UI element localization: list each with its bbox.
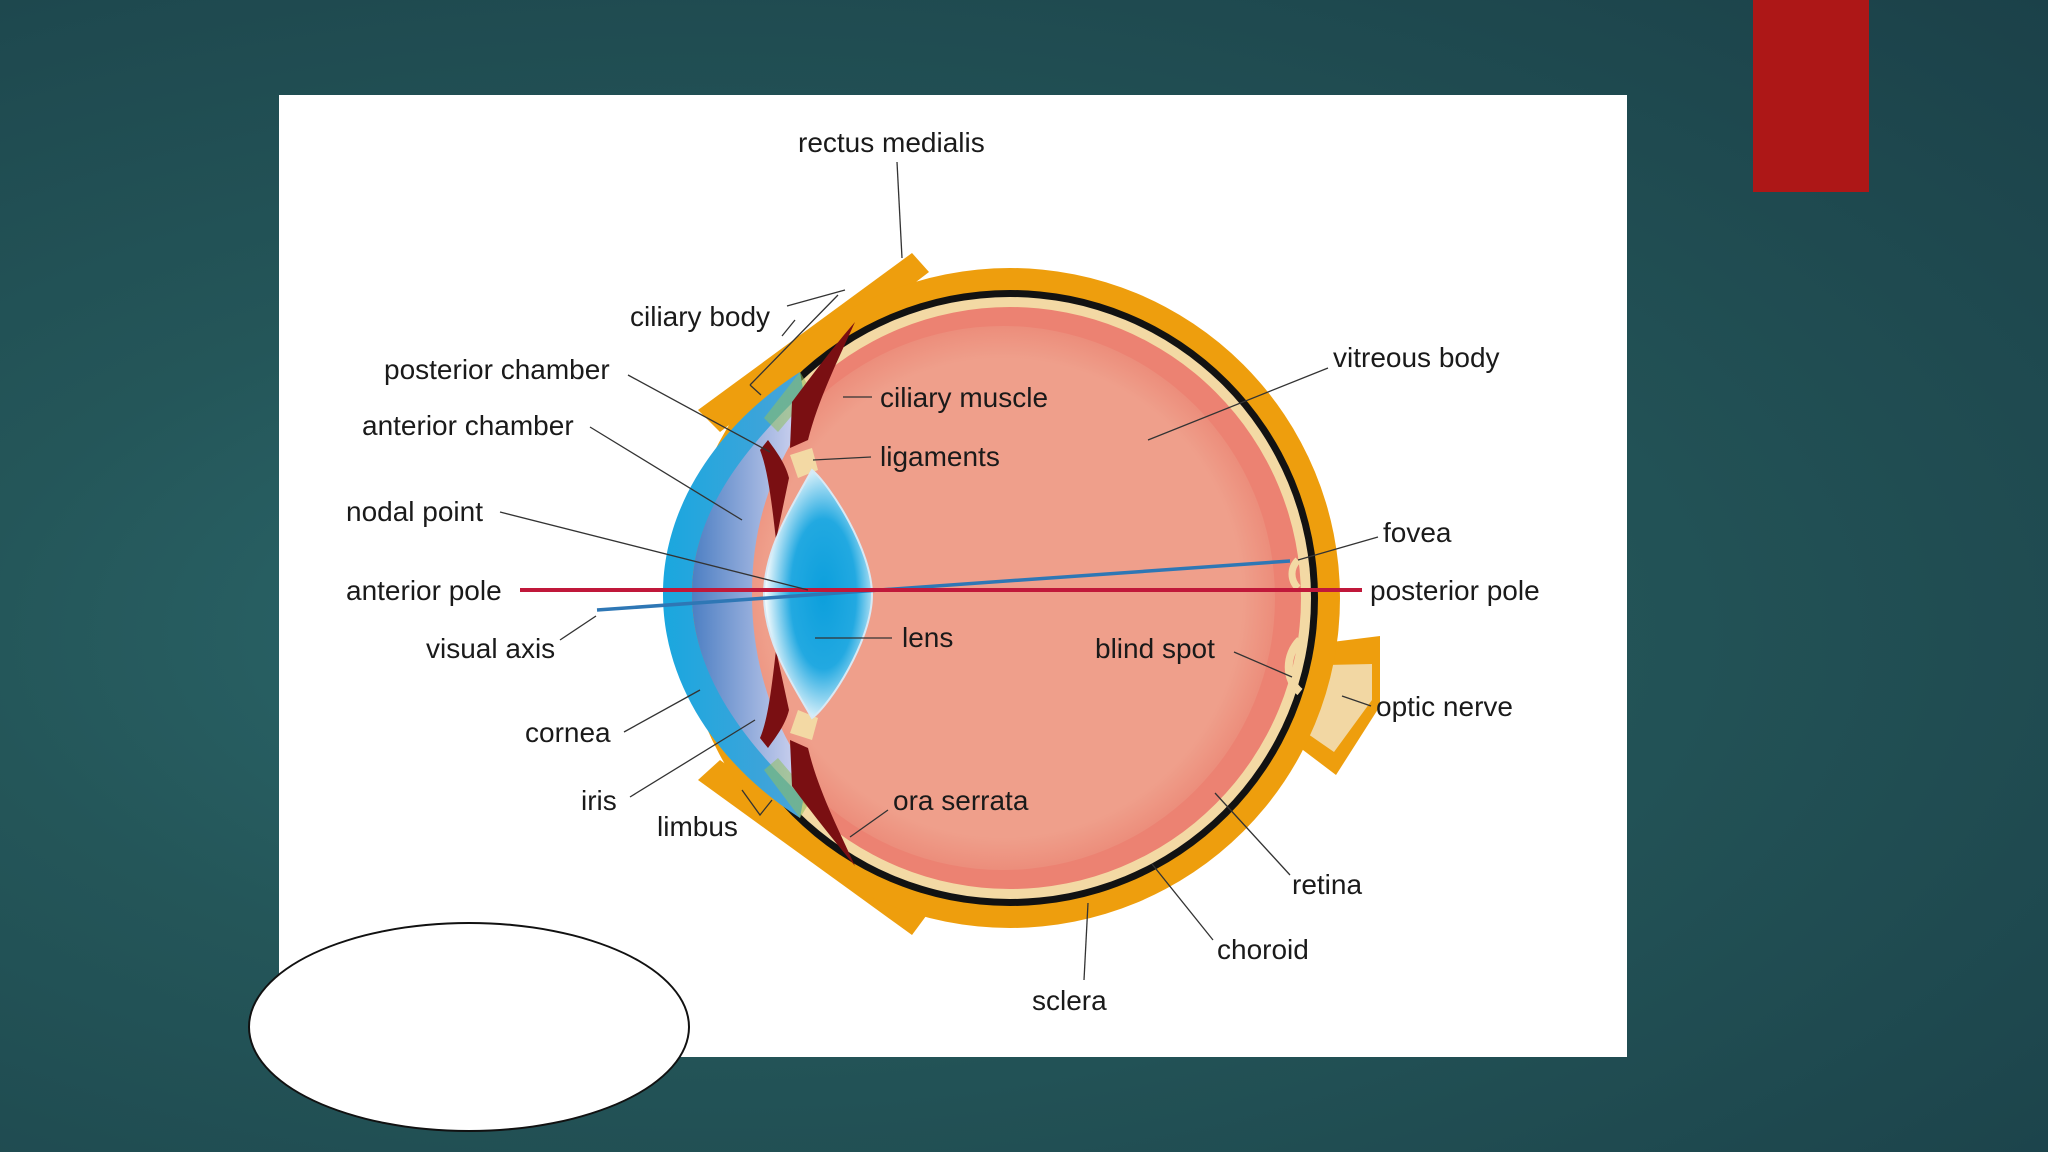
leader-iris: [629, 719, 756, 798]
leader-choroid: [1151, 863, 1214, 941]
anterior-chamber-shape: [692, 400, 795, 790]
leader-nodal-point: [499, 511, 809, 591]
ciliary-muscle-upper: [790, 322, 855, 448]
leader-cornea: [623, 689, 701, 733]
label-ora-serrata: ora serrata: [893, 785, 1029, 816]
bracket-ciliary-body: [749, 289, 846, 396]
oval-shape: [248, 922, 690, 1132]
bracket-limbus: [741, 789, 773, 817]
label-anterior-pole: anterior pole: [346, 575, 502, 606]
label-visual-axis: visual axis: [426, 633, 555, 664]
iris-upper: [760, 440, 789, 540]
leader-ligaments: [812, 456, 872, 461]
leader-blind-spot: [1233, 651, 1293, 678]
label-optic-nerve: optic nerve: [1376, 691, 1513, 722]
leader-visual-axis: [559, 615, 597, 641]
leader-retina: [1214, 792, 1291, 876]
leader-ciliary-body: [781, 319, 796, 337]
label-ciliary-muscle: ciliary muscle: [880, 382, 1048, 413]
label-nodal-point: nodal point: [346, 496, 483, 527]
leader-rectus-medialis: [896, 161, 903, 259]
accent-bar: [1753, 0, 1869, 192]
label-cornea: cornea: [525, 717, 611, 748]
cornea-shape: [663, 372, 805, 818]
label-ciliary-body: ciliary body: [630, 301, 770, 332]
label-rectus-medialis: rectus medialis: [798, 127, 985, 158]
label-ligaments: ligaments: [880, 441, 1000, 472]
iris-lower: [760, 650, 789, 748]
leader-vitreous-body: [1147, 367, 1329, 441]
visual-axis-line: [596, 559, 1291, 612]
label-choroid: choroid: [1217, 934, 1309, 965]
leader-posterior-chamber: [627, 374, 771, 453]
limbus-blend-lower: [764, 758, 812, 818]
leader-sclera: [1083, 902, 1089, 981]
label-retina: retina: [1292, 869, 1362, 900]
vitreous-body-shape: [731, 326, 1275, 870]
leader-anterior-chamber: [589, 426, 743, 521]
fovea-notch: [1288, 557, 1301, 591]
label-anterior-chamber: anterior chamber: [362, 410, 574, 441]
label-blind-spot: blind spot: [1095, 633, 1215, 664]
label-vitreous-body: vitreous body: [1333, 342, 1500, 373]
label-sclera: sclera: [1032, 985, 1107, 1016]
label-posterior-pole: posterior pole: [1370, 575, 1540, 606]
label-fovea: fovea: [1383, 517, 1452, 548]
leader-fovea: [1297, 536, 1379, 561]
limbus-blend: [764, 372, 812, 432]
leader-optic-nerve: [1341, 695, 1372, 707]
label-posterior-chamber: posterior chamber: [384, 354, 610, 385]
leader-ora-serrata: [849, 809, 889, 838]
label-iris: iris: [581, 785, 617, 816]
label-lens: lens: [902, 622, 953, 653]
ciliary-muscle-lower: [790, 740, 855, 866]
label-limbus: limbus: [657, 811, 738, 842]
blind-spot-notch: [1284, 637, 1304, 696]
